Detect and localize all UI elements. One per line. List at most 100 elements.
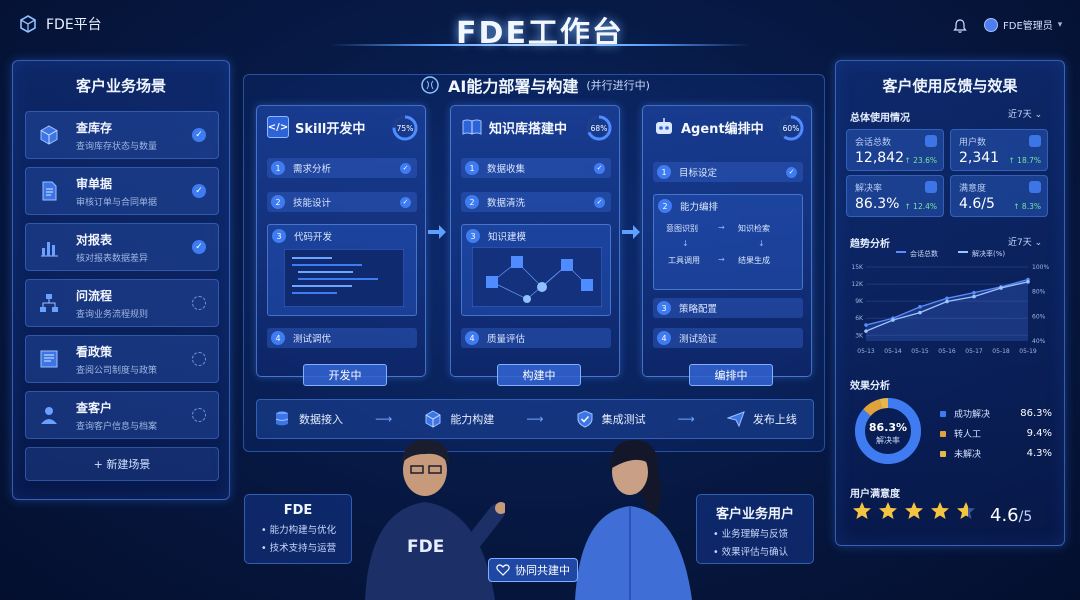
y2-tick-label: 60% (1032, 313, 1046, 320)
progress-text: 75% (397, 124, 414, 133)
y2-tick-label: 100% (1032, 264, 1049, 271)
x-tick-label: 05-17 (965, 348, 983, 355)
arrow-right-icon: ⟶ (677, 412, 695, 426)
range-label: 近7天 (1008, 110, 1032, 120)
y-tick-label: 3K (855, 332, 864, 339)
scene-item-customer[interactable]: 查客户查询客户信息与档案 (25, 391, 219, 439)
collaboration-badge[interactable]: 协同共建中 (488, 558, 578, 582)
pending-icon (192, 352, 206, 366)
scene-desc: 核对报表数据差异 (76, 253, 149, 264)
brand[interactable]: FDE平台 (18, 14, 102, 34)
scene-name: 查库存 (76, 120, 113, 135)
legend-swatch (958, 251, 968, 253)
step-label: 代码开发 (294, 232, 333, 243)
step-label: 测试验证 (679, 334, 718, 345)
avatar (984, 17, 998, 32)
step-number: 4 (271, 331, 285, 345)
scene-desc: 查询库存状态与数量 (76, 141, 158, 152)
center-subtitle: (并行进行中) (586, 79, 650, 92)
data-point (864, 323, 868, 327)
arrow-icon: → (718, 255, 725, 264)
cube-icon (40, 125, 58, 145)
range-select[interactable]: 近7天 ⌄ (1008, 110, 1043, 120)
flow-node: 工具调用 (668, 256, 700, 265)
info-line: • 业务理解与反馈 (713, 529, 789, 540)
data-point (1026, 280, 1030, 284)
legend-swatch (940, 430, 946, 437)
metric-label: 满意度 (959, 184, 987, 194)
step-label: 需求分析 (293, 164, 332, 175)
x-tick-label: 05-14 (884, 348, 902, 355)
rating-number: 4.6 (990, 505, 1019, 526)
info-line: • 效果评估与确认 (713, 547, 789, 558)
arrow-down-icon: ↓ (682, 239, 689, 248)
status-button[interactable]: 编排中 (689, 364, 773, 386)
scene-item-policy[interactable]: 看政策查阅公司制度与政策 (25, 335, 219, 383)
x-tick-label: 05-18 (992, 348, 1010, 355)
arrow-down-icon: ↓ (758, 239, 765, 248)
active-step[interactable]: 3 代码开发 (267, 224, 417, 316)
arrow-right-icon (428, 225, 446, 239)
scene-item-inventory[interactable]: 查库存查询库存状态与数量 ✓ (25, 111, 219, 159)
bell-icon[interactable] (952, 18, 968, 34)
rating-max: /5 (1018, 509, 1033, 525)
status-button[interactable]: 开发中 (303, 364, 387, 386)
code-icon: </> (267, 116, 289, 138)
pipeline-step[interactable]: 发布上线 (726, 410, 797, 428)
shield-icon (1029, 181, 1041, 193)
user-menu[interactable]: FDE管理员 ▾ (984, 17, 1062, 32)
breakdown-value: 4.3% (1026, 448, 1052, 459)
top-bar: FDE平台 FDE工作台 FDE管理员 ▾ (0, 0, 1080, 52)
check-icon: ✓ (192, 128, 206, 142)
metric-delta: ↑ 23.6% (904, 156, 938, 165)
flow-node: 意图识别 (666, 224, 698, 233)
status-button[interactable]: 构建中 (497, 364, 581, 386)
scene-name: 审单据 (76, 176, 113, 191)
progress-ring: 60% (778, 115, 804, 141)
send-icon (726, 411, 745, 428)
y2-tick-label: 40% (1032, 338, 1046, 345)
data-point (864, 329, 868, 333)
step-number: 1 (271, 161, 285, 175)
step-number: 3 (272, 229, 286, 243)
progress-ring: 68% (586, 115, 612, 141)
pipeline-step[interactable]: 集成测试 (576, 410, 646, 428)
user-name: FDE管理员 (1003, 21, 1053, 32)
trend-range-select[interactable]: 近7天 ⌄ (1008, 238, 1043, 248)
robot-icon (656, 118, 672, 134)
y-tick-label: 6K (855, 315, 864, 322)
pipeline-step[interactable]: 能力构建 (424, 410, 494, 428)
x-tick-label: 05-19 (1019, 348, 1037, 355)
scene-item-documents[interactable]: 审单据审核订单与合同单据 ✓ (25, 167, 219, 215)
scene-name: 查客户 (76, 400, 113, 415)
pipeline-step[interactable]: 数据接入 (273, 410, 343, 428)
step-number: 4 (465, 331, 479, 345)
metric-delta: ↑ 18.7% (1008, 156, 1042, 165)
add-scene-button[interactable]: + 新建场景 (25, 447, 219, 481)
scene-item-process[interactable]: 问流程查询业务流程规则 (25, 279, 219, 327)
stage-header: 知识库搭建中 (461, 116, 567, 138)
arrow-right-icon (622, 225, 640, 239)
brand-name: FDE平台 (46, 17, 102, 33)
y-tick-label: 15K (851, 264, 864, 271)
step-label: 知识建模 (488, 232, 527, 243)
scene-item-reports[interactable]: 对报表核对报表数据差异 ✓ (25, 223, 219, 271)
flow-node: 知识检索 (738, 224, 770, 233)
step-label: 数据收集 (487, 164, 526, 175)
rating-value: 4.6/5 (990, 505, 1032, 526)
